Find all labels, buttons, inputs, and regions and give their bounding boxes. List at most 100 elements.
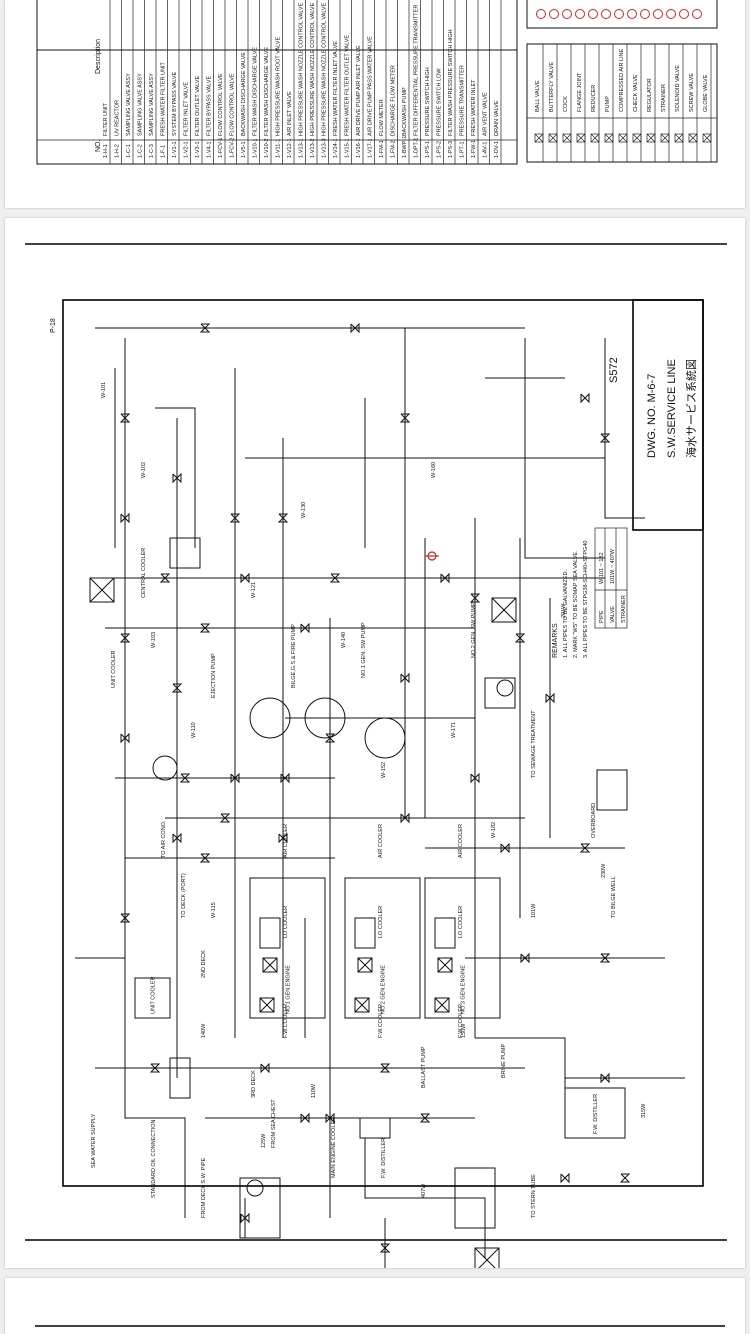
gauge-1 [496, 679, 514, 697]
legend-row-description: FILTER BYPASS VALVE [207, 76, 213, 136]
valve-symbol [179, 773, 191, 783]
valve-symbol [560, 1172, 570, 1184]
legend-symbol-label: COMPRESSED AIR LINE [619, 48, 625, 112]
valve-symbol [469, 593, 481, 603]
drawing-number: DWG. NO. M-6-7 [646, 374, 658, 458]
spec-value-pipe: W-101 ~ 182 [599, 552, 605, 584]
equipment-label: TO BILGE WELL [611, 876, 617, 918]
symbol-row-frame [526, 0, 718, 29]
pipe-tag: 407W [421, 1183, 427, 1198]
legend-symbol-icon [618, 133, 628, 143]
legend-row-no: 1-H-2 [115, 144, 121, 158]
cooler-x-5 [354, 997, 370, 1013]
legend-symbol-top [666, 9, 676, 19]
pipe-tag: 201W [561, 603, 567, 618]
distiller [564, 1087, 626, 1139]
legend-symbol-icon [632, 133, 642, 143]
legend-row-no: 1-V13-3 [322, 138, 328, 158]
legend-row-description: DRAIN VALVE [494, 100, 500, 136]
legend-row-description: FLOW METER [379, 99, 385, 136]
legend-symbol-label: STRAINER [661, 84, 667, 112]
legend-row-description: PRESSURE SWITCH HIGH [425, 67, 431, 136]
pump-casing-3 [364, 717, 406, 759]
lo-cooler-1 [259, 917, 281, 949]
cooler-x-1 [262, 957, 278, 973]
pipe-run [475, 1037, 566, 1118]
legend-row-description: FILTER UNIT [103, 102, 109, 136]
gen-engine-2-label: NO.2 GEN.ENGINE [381, 965, 387, 1014]
pump-casing-1 [249, 697, 291, 739]
legend-row-description: BACKWASH PUMP [402, 87, 408, 136]
schematic-page: P-18 海水サービス系統図 S.W.SERVICE LINE DWG. NO.… [5, 218, 745, 1268]
spec-label-valve: VALVE [610, 606, 616, 623]
legend-symbol-top [627, 9, 637, 19]
pipe-tag: W-102 [141, 462, 147, 478]
pipe-run [155, 407, 196, 548]
pipe-tag: 101W [531, 903, 537, 918]
pipe-run [604, 338, 645, 519]
equipment-label: MAIN ENGINE COOLER [331, 1117, 337, 1178]
valve-symbol [120, 732, 130, 744]
pipe-tag: W-110 [191, 722, 197, 738]
valve-symbol [514, 633, 526, 643]
strainer-stbd [491, 597, 517, 623]
brine-tank [454, 1167, 496, 1229]
gen-engine-3-label: NO.3 GEN.ENGINE [461, 965, 467, 1014]
pipe-tag: W-182 [491, 822, 497, 838]
equipment-label: STANDARD OIL CONNECTION [151, 1119, 157, 1198]
legend-symbol-icon [702, 133, 712, 143]
drawing-code: S572 [608, 357, 620, 383]
spec-value-valve: 101W ~ 407W [610, 548, 616, 584]
central-cooler [169, 1057, 191, 1099]
equipment-label: TO AIR CONO. [161, 820, 167, 858]
legend-symbol-label: PUMP [605, 96, 611, 112]
legend-row-description: SAMPLING VALVE ASSY [138, 73, 144, 136]
legend-row-description: PRESSURE SWITCH LOW [437, 68, 443, 136]
legend-row-no: 1-V15-1 [345, 138, 351, 158]
valve-symbol [300, 622, 310, 634]
pipe-tag: W-121 [251, 582, 257, 598]
legend-row-description: AIR DRIVE PUMP AIR INLET VALVE [356, 45, 362, 136]
legend-row-description: SAMPLING VALVE ASSY [126, 73, 132, 136]
valve-symbol [120, 512, 130, 524]
pipe-run [75, 957, 186, 1218]
equipment-label: CENTRAL COOLER [141, 548, 147, 598]
legend-row-description: FRESH WATER FILTER INLET VALVE [333, 41, 339, 136]
equipment-label: TO STERN TUBE [531, 1174, 537, 1218]
legend-row-no: 1-C-1 [126, 144, 132, 158]
legend-row-description: FLOW CONTROL VALVE [230, 73, 236, 136]
legend-row-no: 1-V11-1 [276, 139, 282, 158]
legend-symbol-icon [660, 133, 670, 143]
legend-row-description: AIR DRIVE PUMP PASS WATER VALVE [368, 36, 374, 136]
equipment-label: AIR COOLER [283, 824, 289, 858]
valve-symbol [172, 472, 182, 484]
gen-engine-2 [344, 877, 421, 1019]
legend-row-no: 1-DPT-1 [414, 138, 420, 158]
legend-row-description: BACKWASH DISCHARGE VALVE [241, 52, 247, 136]
legend-row-no: 1-V5-1 [241, 141, 247, 158]
legend-symbol-icon [562, 133, 572, 143]
legend-row-description: HIGH PRESSURE WASH NOZZLE CONTROL VALVE [310, 2, 316, 136]
legend-row-no: 1-DV-1 [494, 141, 500, 158]
legend-symbol-icon [534, 133, 544, 143]
valve-symbol [229, 513, 241, 523]
equipment-label: UNIT COOLER [111, 650, 117, 688]
valve-symbol [599, 433, 611, 443]
legend-row-no: 1-C-2 [138, 144, 144, 158]
legend-row-description: SYSTEM BYPASS VALVE [172, 71, 178, 136]
equipment-label: BILGE,G.S.& FIRE PUMP [291, 624, 297, 688]
equipment-label: NO.2 GEN. SW PUMP [471, 602, 477, 658]
legend-header-no: NO. [95, 140, 102, 153]
legend-row-no: 1-V4-1 [207, 141, 213, 158]
legend-row-description: FILTER DIFFERENTIAL PRESSURE TRANSMITTER [414, 5, 420, 136]
legend-row-description: FRESH WATER INLET [471, 79, 477, 136]
title-block: 海水サービス系統図 S.W.SERVICE LINE DWG. NO. M-6-… [608, 299, 704, 531]
valve-symbol [329, 573, 341, 583]
equipment-label: LO COOLER [458, 906, 464, 938]
gauge-2 [246, 1179, 264, 1197]
valve-symbol [277, 513, 289, 523]
legend-row-no: 1-V13-2 [310, 138, 316, 158]
